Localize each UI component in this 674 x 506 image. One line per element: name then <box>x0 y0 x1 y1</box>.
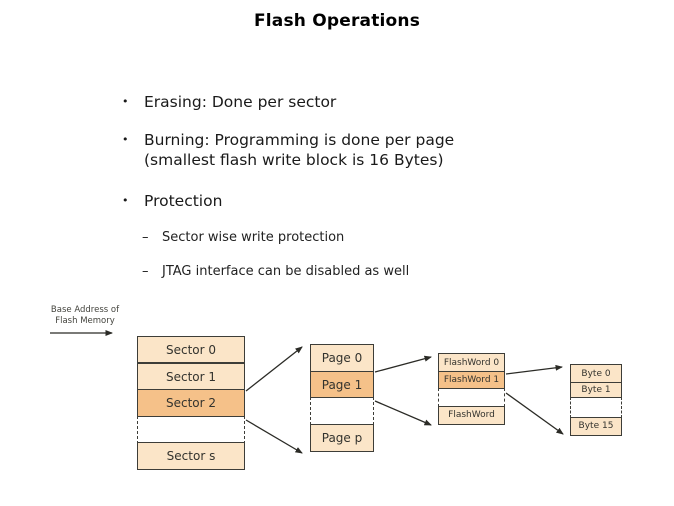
page-cell: Page 0 <box>310 344 374 372</box>
bullet-protection-text: Protection <box>144 192 223 210</box>
subbullet-sector-protection-text: Sector wise write protection <box>162 230 345 245</box>
dash-icon: – <box>142 230 149 245</box>
flashword-cell: FlashWord <box>438 405 505 425</box>
subbullet-sector-protection: – Sector wise write protection <box>142 229 344 246</box>
page-title: Flash Operations <box>253 11 421 31</box>
bullet-erasing-text: Erasing: Done per sector <box>144 93 337 111</box>
sector-cell: Sector s <box>137 442 245 470</box>
arrow-sector-to-page-bottom <box>245 419 303 454</box>
arrow-flashword-to-byte-top <box>505 364 563 375</box>
arrow-sector-to-page-top <box>245 346 303 392</box>
base-address-label: Base Address of Flash Memory <box>40 305 130 327</box>
bullet-icon: • <box>122 95 129 108</box>
byte-cell: Byte 1 <box>570 381 622 399</box>
byte-cell: Byte 15 <box>570 416 622 436</box>
bullet-erasing: • Erasing: Done per sector <box>118 92 336 112</box>
base-address-line1: Base Address of <box>50 305 120 315</box>
byte-stack: Byte 0 Byte 1 Byte 15 <box>570 364 622 436</box>
dash-icon: – <box>142 264 149 279</box>
page-cell: Page p <box>310 423 374 452</box>
byte-cell-ellipsis <box>570 397 622 418</box>
flashword-cell-highlighted: FlashWord 1 <box>438 370 505 390</box>
page-cell-highlighted: Page 1 <box>310 370 374 399</box>
bullet-protection: • Protection <box>118 191 222 211</box>
flashword-stack: FlashWord 0 FlashWord 1 FlashWord <box>438 353 505 425</box>
page-cell-ellipsis <box>310 397 374 425</box>
subbullet-jtag: – JTAG interface can be disabled as well <box>142 263 409 280</box>
sector-cell: Sector 0 <box>137 336 245 364</box>
sector-cell-ellipsis <box>137 415 245 444</box>
sector-cell-highlighted: Sector 2 <box>137 389 245 417</box>
byte-cell: Byte 0 <box>570 364 622 383</box>
bullet-burning-line1: Burning: Programming is done per page <box>144 131 455 149</box>
sector-cell: Sector 1 <box>137 362 245 391</box>
flashword-cell: FlashWord 0 <box>438 353 505 372</box>
flashword-cell-ellipsis <box>438 388 505 407</box>
subbullet-jtag-text: JTAG interface can be disabled as well <box>162 264 410 279</box>
arrow-flashword-to-byte-bottom <box>505 392 564 435</box>
arrow-page-to-flashword-top <box>374 355 432 373</box>
bullet-icon: • <box>122 133 129 146</box>
page-stack: Page 0 Page 1 Page p <box>310 344 374 452</box>
bullet-burning: • Burning: Programming is done per page … <box>118 130 454 170</box>
arrow-page-to-flashword-bottom <box>374 400 432 426</box>
sector-stack: Sector 0 Sector 1 Sector 2 Sector s <box>137 336 245 470</box>
bullet-icon: • <box>122 194 129 207</box>
base-address-line2: Flash Memory <box>55 316 115 326</box>
bullet-burning-line2: (smallest flash write block is 16 Bytes) <box>144 151 444 169</box>
